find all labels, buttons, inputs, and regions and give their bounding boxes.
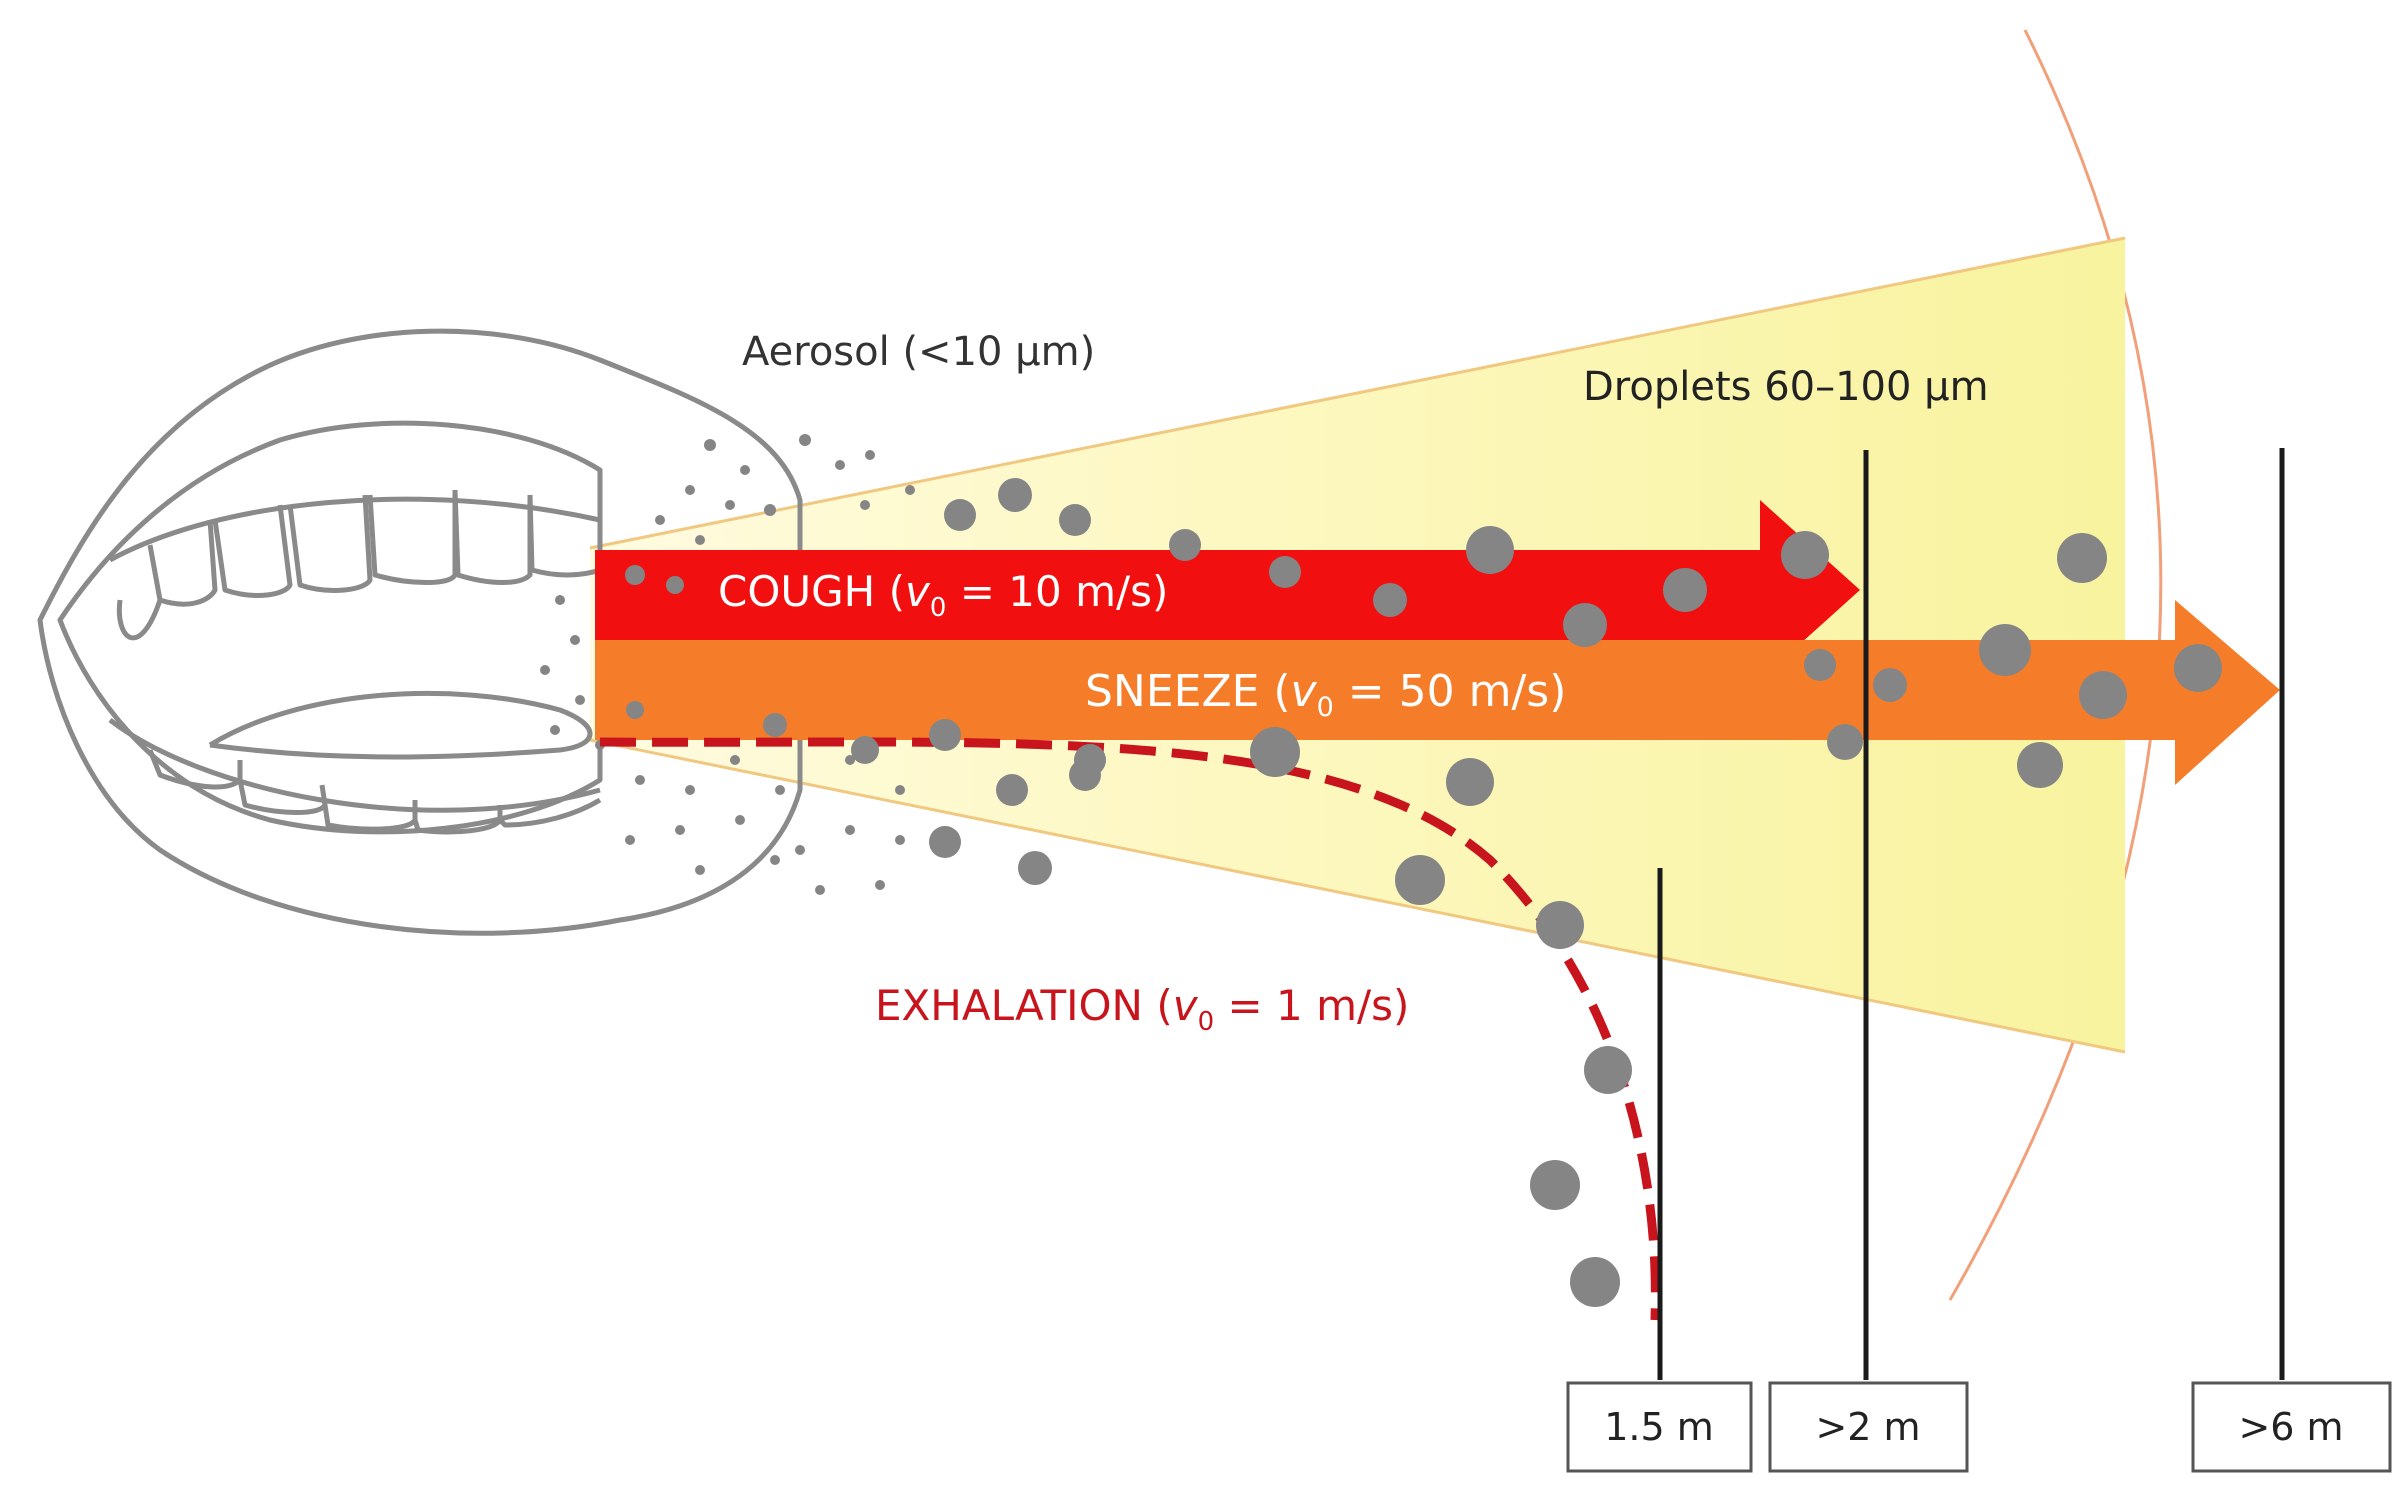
sneeze-label: SNEEZE (v0 = 50 m/s): [1085, 666, 1566, 723]
droplets-label: Droplets 60–100 µm: [1583, 364, 1989, 410]
cone-bottom-edge: [589, 738, 2126, 1054]
cough-label: COUGH (v0 = 10 m/s): [718, 567, 1168, 623]
exhalation-curve: [599, 737, 1660, 1321]
cone-top-edge: [589, 236, 2126, 550]
droplet-particles: [625, 478, 2222, 1307]
distance-label-1-5m: 1.5 m: [1604, 1405, 1714, 1449]
distance-label-2m: >2 m: [1815, 1405, 1920, 1449]
distance-box-1-5m: 1.5 m: [1566, 1381, 1753, 1473]
distance-box-6m: >6 m: [2191, 1381, 2392, 1473]
distance-label-6m: >6 m: [2238, 1405, 2343, 1449]
aerosol-label: Aerosol (<10 µm): [742, 329, 1095, 375]
distance-box-2m: >2 m: [1768, 1381, 1969, 1473]
cough-arrow: [595, 500, 1860, 680]
exhalation-label: EXHALATION (v0 = 1 m/s): [875, 981, 1409, 1037]
